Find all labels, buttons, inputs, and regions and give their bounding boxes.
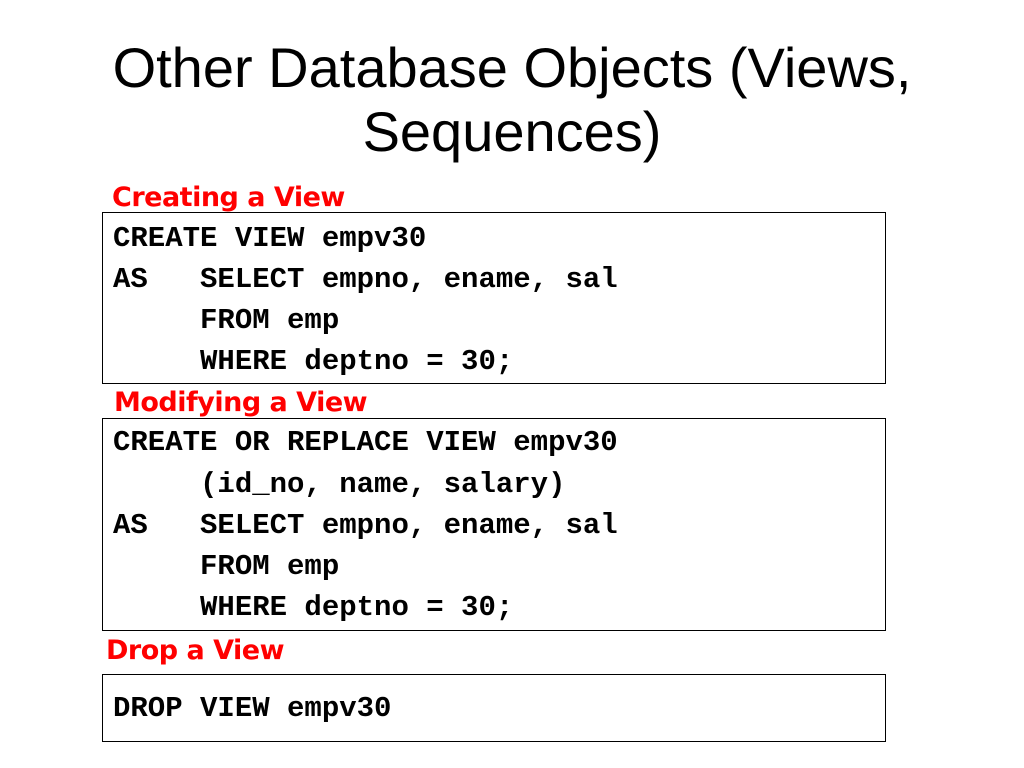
slide-title-line-2: Sequences) <box>362 100 662 163</box>
code-line: CREATE OR REPLACE VIEW empv30 <box>113 426 618 459</box>
code-line: WHERE deptno = 30; <box>113 345 514 378</box>
code-line: AS SELECT empno, ename, sal <box>113 509 618 542</box>
drop-view-code-box: DROP VIEW empv30 <box>102 674 886 742</box>
code-line: AS SELECT empno, ename, sal <box>113 263 618 296</box>
code-line: DROP VIEW empv30 <box>113 692 392 725</box>
creating-view-code-box: CREATE VIEW empv30 AS SELECT empno, enam… <box>102 212 886 384</box>
slide-title-line-1: Other Database Objects (Views, <box>112 36 912 99</box>
creating-view-heading: Creating a View <box>112 182 345 213</box>
code-line: FROM emp <box>113 304 340 337</box>
drop-view-heading: Drop a View <box>106 635 285 666</box>
code-line: WHERE deptno = 30; <box>113 591 514 624</box>
modifying-view-code-box: CREATE OR REPLACE VIEW empv30 (id_no, na… <box>102 418 886 631</box>
modifying-view-heading: Modifying a View <box>114 387 368 418</box>
code-line: FROM emp <box>113 550 340 583</box>
code-line: CREATE VIEW empv30 <box>113 222 427 255</box>
slide-title: Other Database Objects (Views, Sequences… <box>0 36 1024 164</box>
code-line: (id_no, name, salary) <box>113 468 566 501</box>
